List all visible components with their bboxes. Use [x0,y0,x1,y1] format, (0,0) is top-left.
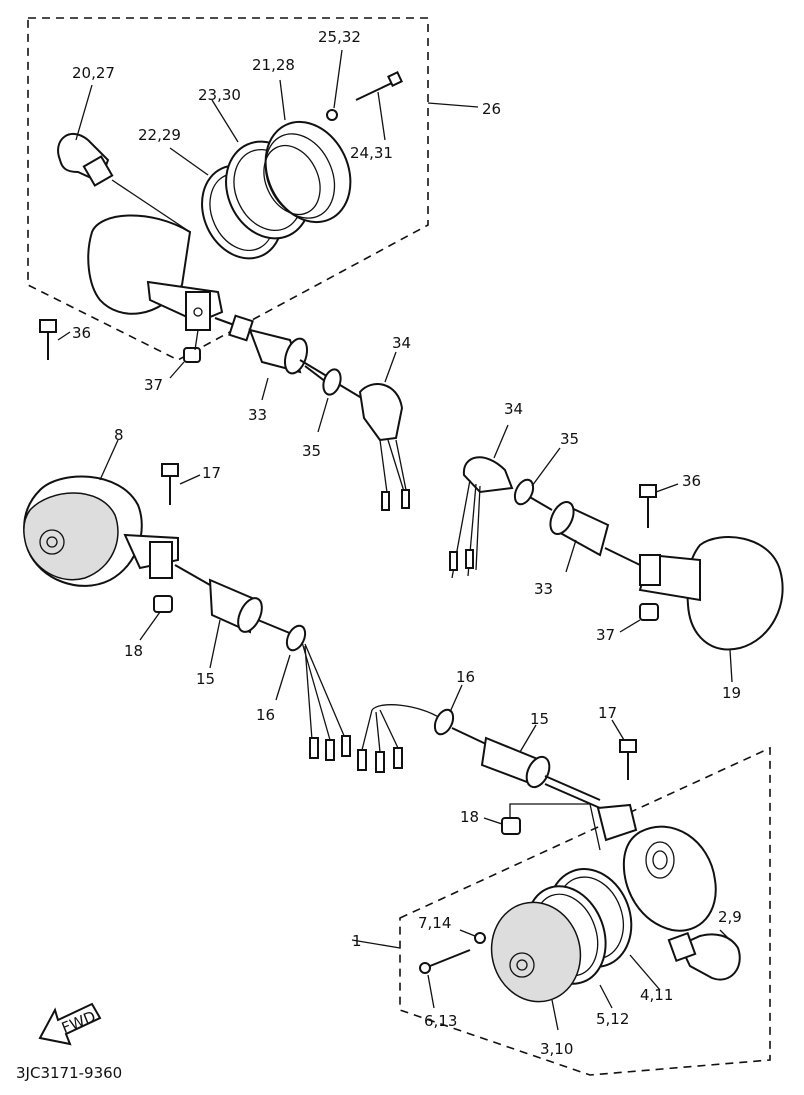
callout-16-center: 16 [456,668,475,686]
bolt-icon [619,739,637,780]
connector-boot-icon [462,456,514,494]
lens-icon [263,120,352,224]
callout-18-left: 18 [124,642,143,660]
callout-16-left: 16 [256,706,275,724]
callout-7-14: 7,14 [418,914,451,932]
fwd-label: FWD [59,1007,98,1037]
wire-harness-top [214,314,410,511]
nut-icon [183,347,201,363]
callout-2-9: 2,9 [718,908,742,926]
bolt-icon [639,484,657,528]
callout-33-top: 33 [248,406,267,424]
wire-harness-right [449,424,641,579]
callout-5-12: 5,12 [596,1010,629,1028]
callout-17-left: 17 [202,464,221,482]
washer-icon [513,478,535,506]
callout-18-right: 18 [460,808,479,826]
drawing-code: 3JC3171-9360 [16,1064,122,1082]
wire-harness-center [357,684,601,809]
callout-34-right: 34 [504,400,523,418]
callout-26: 26 [482,100,501,118]
nut-icon [501,817,521,835]
callout-23-30: 23,30 [198,86,241,104]
washer-icon [322,368,342,396]
callout-25-32: 25,32 [318,28,361,46]
connector-boot-icon [358,383,404,442]
callout-6-13: 6,13 [424,1012,457,1030]
bulb-icon [57,133,114,187]
washer-icon [433,708,455,736]
rear-left-signal-assembly [27,17,479,379]
housing-icon [596,803,717,932]
screw-icon [355,71,403,101]
lens-icon [23,492,119,581]
callout-34-top: 34 [392,334,411,352]
callout-1: 1 [352,932,362,950]
callout-4-11: 4,11 [640,986,673,1004]
washer-icon [285,624,307,652]
callout-3-10: 3,10 [540,1040,573,1058]
callout-37-top: 37 [144,376,163,394]
nut-icon [474,932,486,944]
wire-harness-left [174,564,351,761]
callout-8: 8 [114,426,124,444]
callout-33-right: 33 [534,580,553,598]
callout-19: 19 [722,684,741,702]
fwd-arrow-icon: FWD [38,1002,102,1046]
front-right-signal-assembly [351,719,771,1076]
bolt-icon [39,319,57,360]
callout-36-top: 36 [72,324,91,342]
callout-21-28: 21,28 [252,56,295,74]
callout-20-27: 20,27 [72,64,115,82]
housing-icon [87,214,224,331]
callout-15-center: 15 [530,710,549,728]
bulb-icon [667,931,741,981]
assembly-boundary-top [27,17,429,361]
nut-icon [639,603,659,621]
callout-37-right: 37 [596,626,615,644]
front-left-signal [23,439,201,641]
callout-labels: 20,27 21,28 25,32 23,30 22,29 26 24,31 3… [72,28,742,1058]
bolt-icon [161,463,179,505]
screw-icon [419,949,471,974]
callout-35-right: 35 [560,430,579,448]
nut-icon [326,109,338,121]
rear-right-signal [619,483,784,683]
callout-36-right: 36 [682,472,701,490]
callout-22-29: 22,29 [138,126,181,144]
callout-35-top: 35 [302,442,321,460]
callout-15-left: 15 [196,670,215,688]
callout-24-31: 24,31 [350,144,393,162]
lens-icon [490,901,582,1003]
nut-icon [153,595,173,613]
callout-17-right: 17 [598,704,617,722]
assembly-boundary-bottom [399,746,771,1076]
